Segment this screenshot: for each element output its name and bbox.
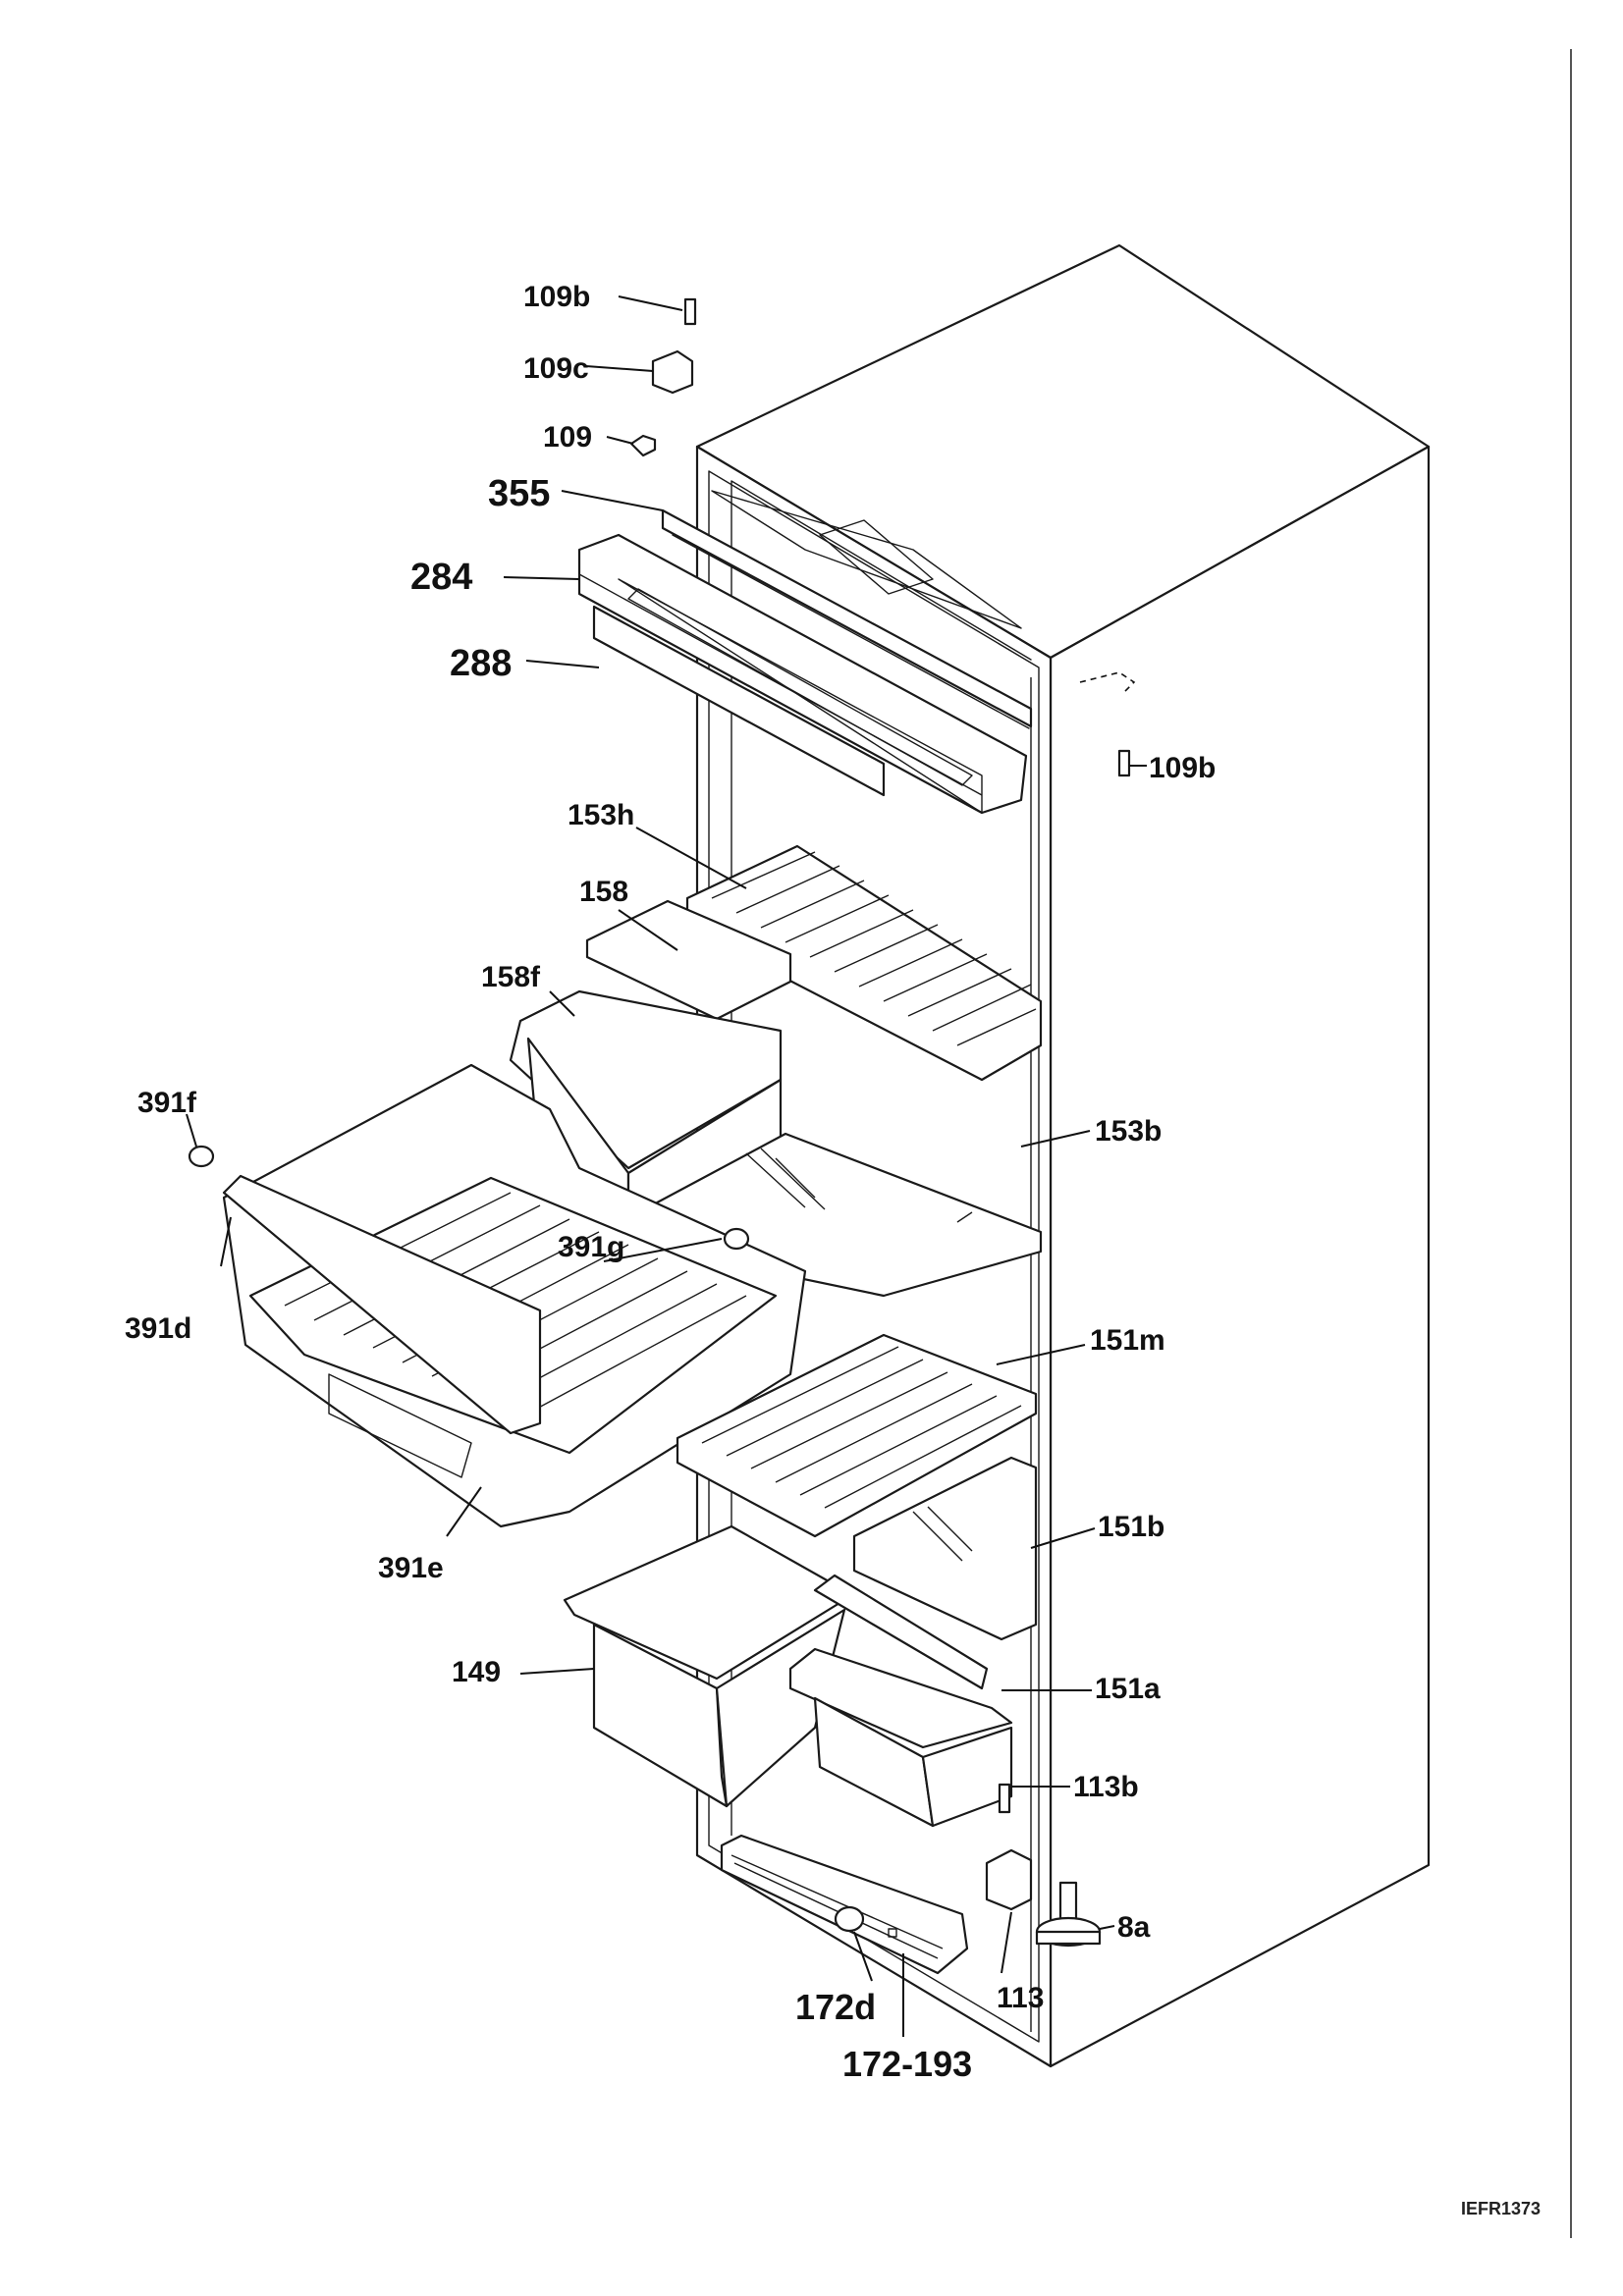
- leader-lines: [186, 295, 1147, 2037]
- label-284: 284: [410, 557, 472, 598]
- foot-8a: [1035, 1881, 1102, 1948]
- kickplate-172-193: [720, 1834, 969, 1975]
- label-158: 158: [579, 876, 628, 908]
- label-151m: 151m: [1090, 1324, 1165, 1357]
- caps-391: [188, 1145, 750, 1251]
- shelf-151b-glass: [852, 1456, 1038, 1641]
- label-109b-right: 109b: [1149, 752, 1216, 784]
- control-panel-parts: [577, 297, 1131, 815]
- label-151a: 151a: [1095, 1673, 1161, 1705]
- label-391e: 391e: [378, 1552, 444, 1584]
- label-391d: 391d: [125, 1312, 191, 1345]
- label-355: 355: [488, 473, 550, 514]
- label-172d: 172d: [795, 1987, 876, 2027]
- knob-172d: [834, 1905, 865, 1933]
- label-158f: 158f: [481, 961, 541, 993]
- label-153b: 153b: [1095, 1115, 1162, 1148]
- label-391g: 391g: [558, 1231, 624, 1263]
- reference-code: IEFR1373: [1461, 2199, 1541, 2218]
- crisper-151a: [788, 1574, 1013, 1828]
- shelf-151m: [676, 1333, 1038, 1538]
- label-391f: 391f: [137, 1087, 197, 1119]
- label-113b: 113b: [1073, 1771, 1139, 1803]
- label-113: 113: [997, 1982, 1044, 2014]
- hinge-pin-right: [1117, 749, 1131, 777]
- label-109b-top: 109b: [523, 281, 590, 313]
- hinge-small: [629, 434, 657, 457]
- label-151b: 151b: [1098, 1511, 1164, 1543]
- label-172-193: 172-193: [842, 2044, 972, 2084]
- callout-labels: 109b 109c 109 355 284 288 109b 153h 158 …: [125, 281, 1216, 2084]
- label-109c: 109c: [523, 352, 589, 385]
- label-288: 288: [450, 643, 512, 684]
- hinge-pin-top: [683, 297, 697, 326]
- label-149: 149: [452, 1656, 501, 1688]
- label-8a: 8a: [1117, 1911, 1151, 1944]
- hinge-113: [985, 1783, 1033, 1911]
- hinge-bracket: [651, 349, 694, 395]
- crisper-391e: [222, 1063, 807, 1528]
- label-109: 109: [543, 421, 592, 454]
- label-153h: 153h: [568, 799, 634, 831]
